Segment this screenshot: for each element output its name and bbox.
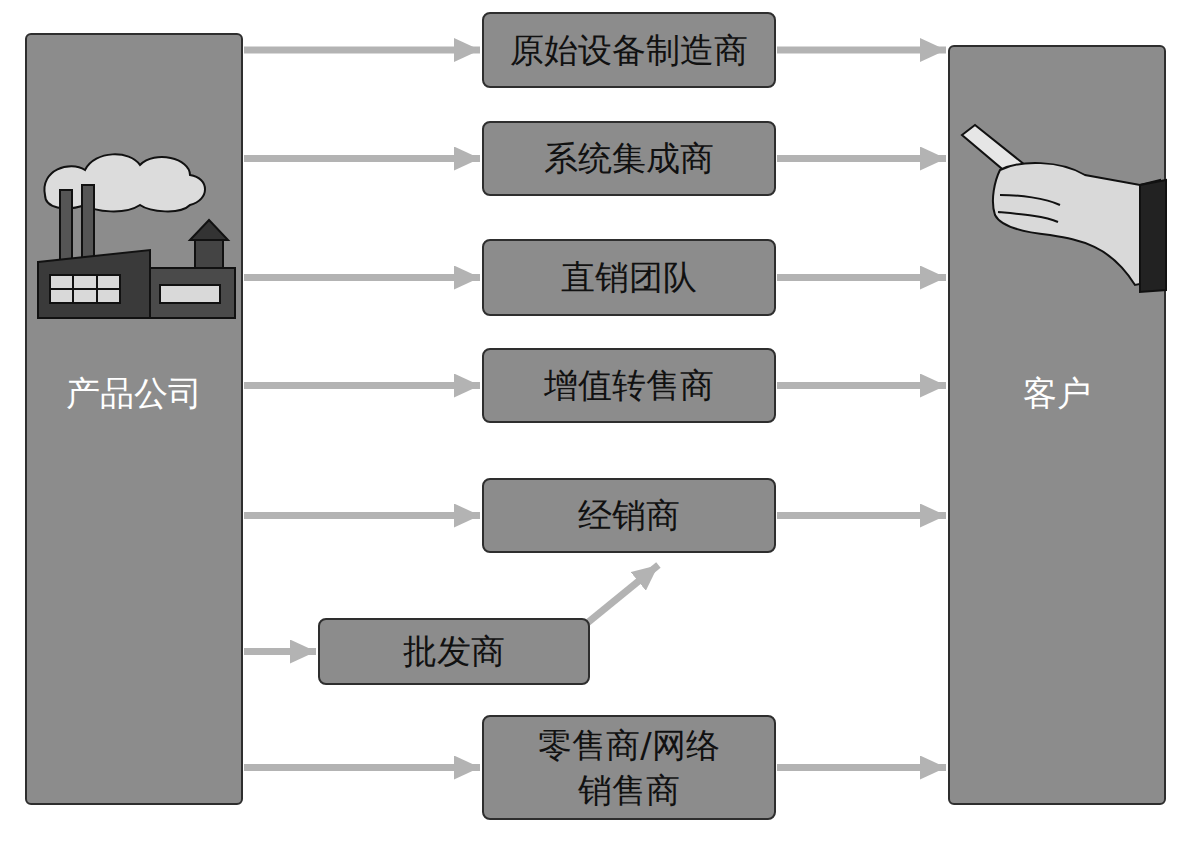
flow-arrow [244,382,480,389]
node-label: 系统集成商 [544,136,714,180]
flow-arrow [244,155,480,162]
node-label: 产品公司 [66,371,202,415]
flow-arrow [244,47,480,54]
side-panel: 客户 [948,45,1166,805]
side-panel: 产品公司 [25,33,243,805]
channel-box: 直销团队 [482,239,776,316]
node-label: 增值转售商 [544,363,714,407]
hand-illustration [962,125,1166,292]
flow-arrow [777,155,946,162]
flow-arrow [777,274,946,281]
node-label: 零售商/网络销售商 [527,723,732,811]
node-label: 经销商 [578,493,680,537]
node-label: 直销团队 [561,255,697,299]
channel-box: 零售商/网络销售商 [482,715,776,820]
channel-box: 原始设备制造商 [482,12,776,88]
channel-box: 增值转售商 [482,348,776,423]
flow-arrow [244,274,480,281]
node-label: 原始设备制造商 [510,28,748,72]
flow-arrow [777,47,946,54]
flow-arrow [777,382,946,389]
factory-illustration [38,154,235,318]
flow-arrow [777,512,946,519]
flow-arrow [244,512,480,519]
flow-arrow [777,764,946,771]
node-label: 批发商 [403,629,505,673]
channel-box: 经销商 [482,478,776,553]
flow-arrow [244,648,316,655]
node-label: 客户 [1023,371,1091,415]
flow-arrow [586,565,658,624]
flow-arrow [244,764,480,771]
channel-box: 批发商 [318,618,590,685]
channel-box: 系统集成商 [482,121,776,196]
